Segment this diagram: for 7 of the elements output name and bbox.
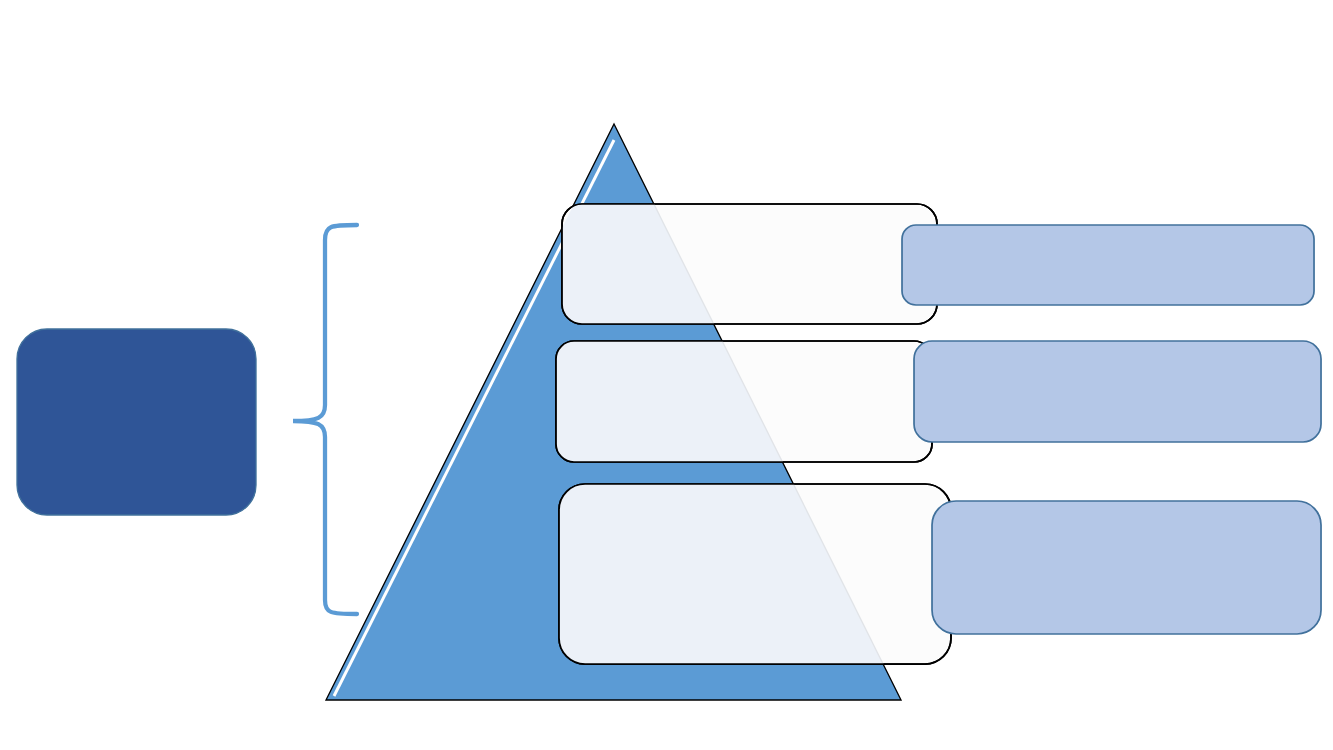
- rounded-box: [931, 500, 1322, 635]
- rounded-box: [561, 203, 938, 325]
- rounded-box: [913, 340, 1322, 443]
- rounded-box: [16, 328, 257, 516]
- rounded-box: [901, 224, 1315, 306]
- rounded-box: [558, 483, 952, 665]
- rounded-box: [555, 340, 933, 463]
